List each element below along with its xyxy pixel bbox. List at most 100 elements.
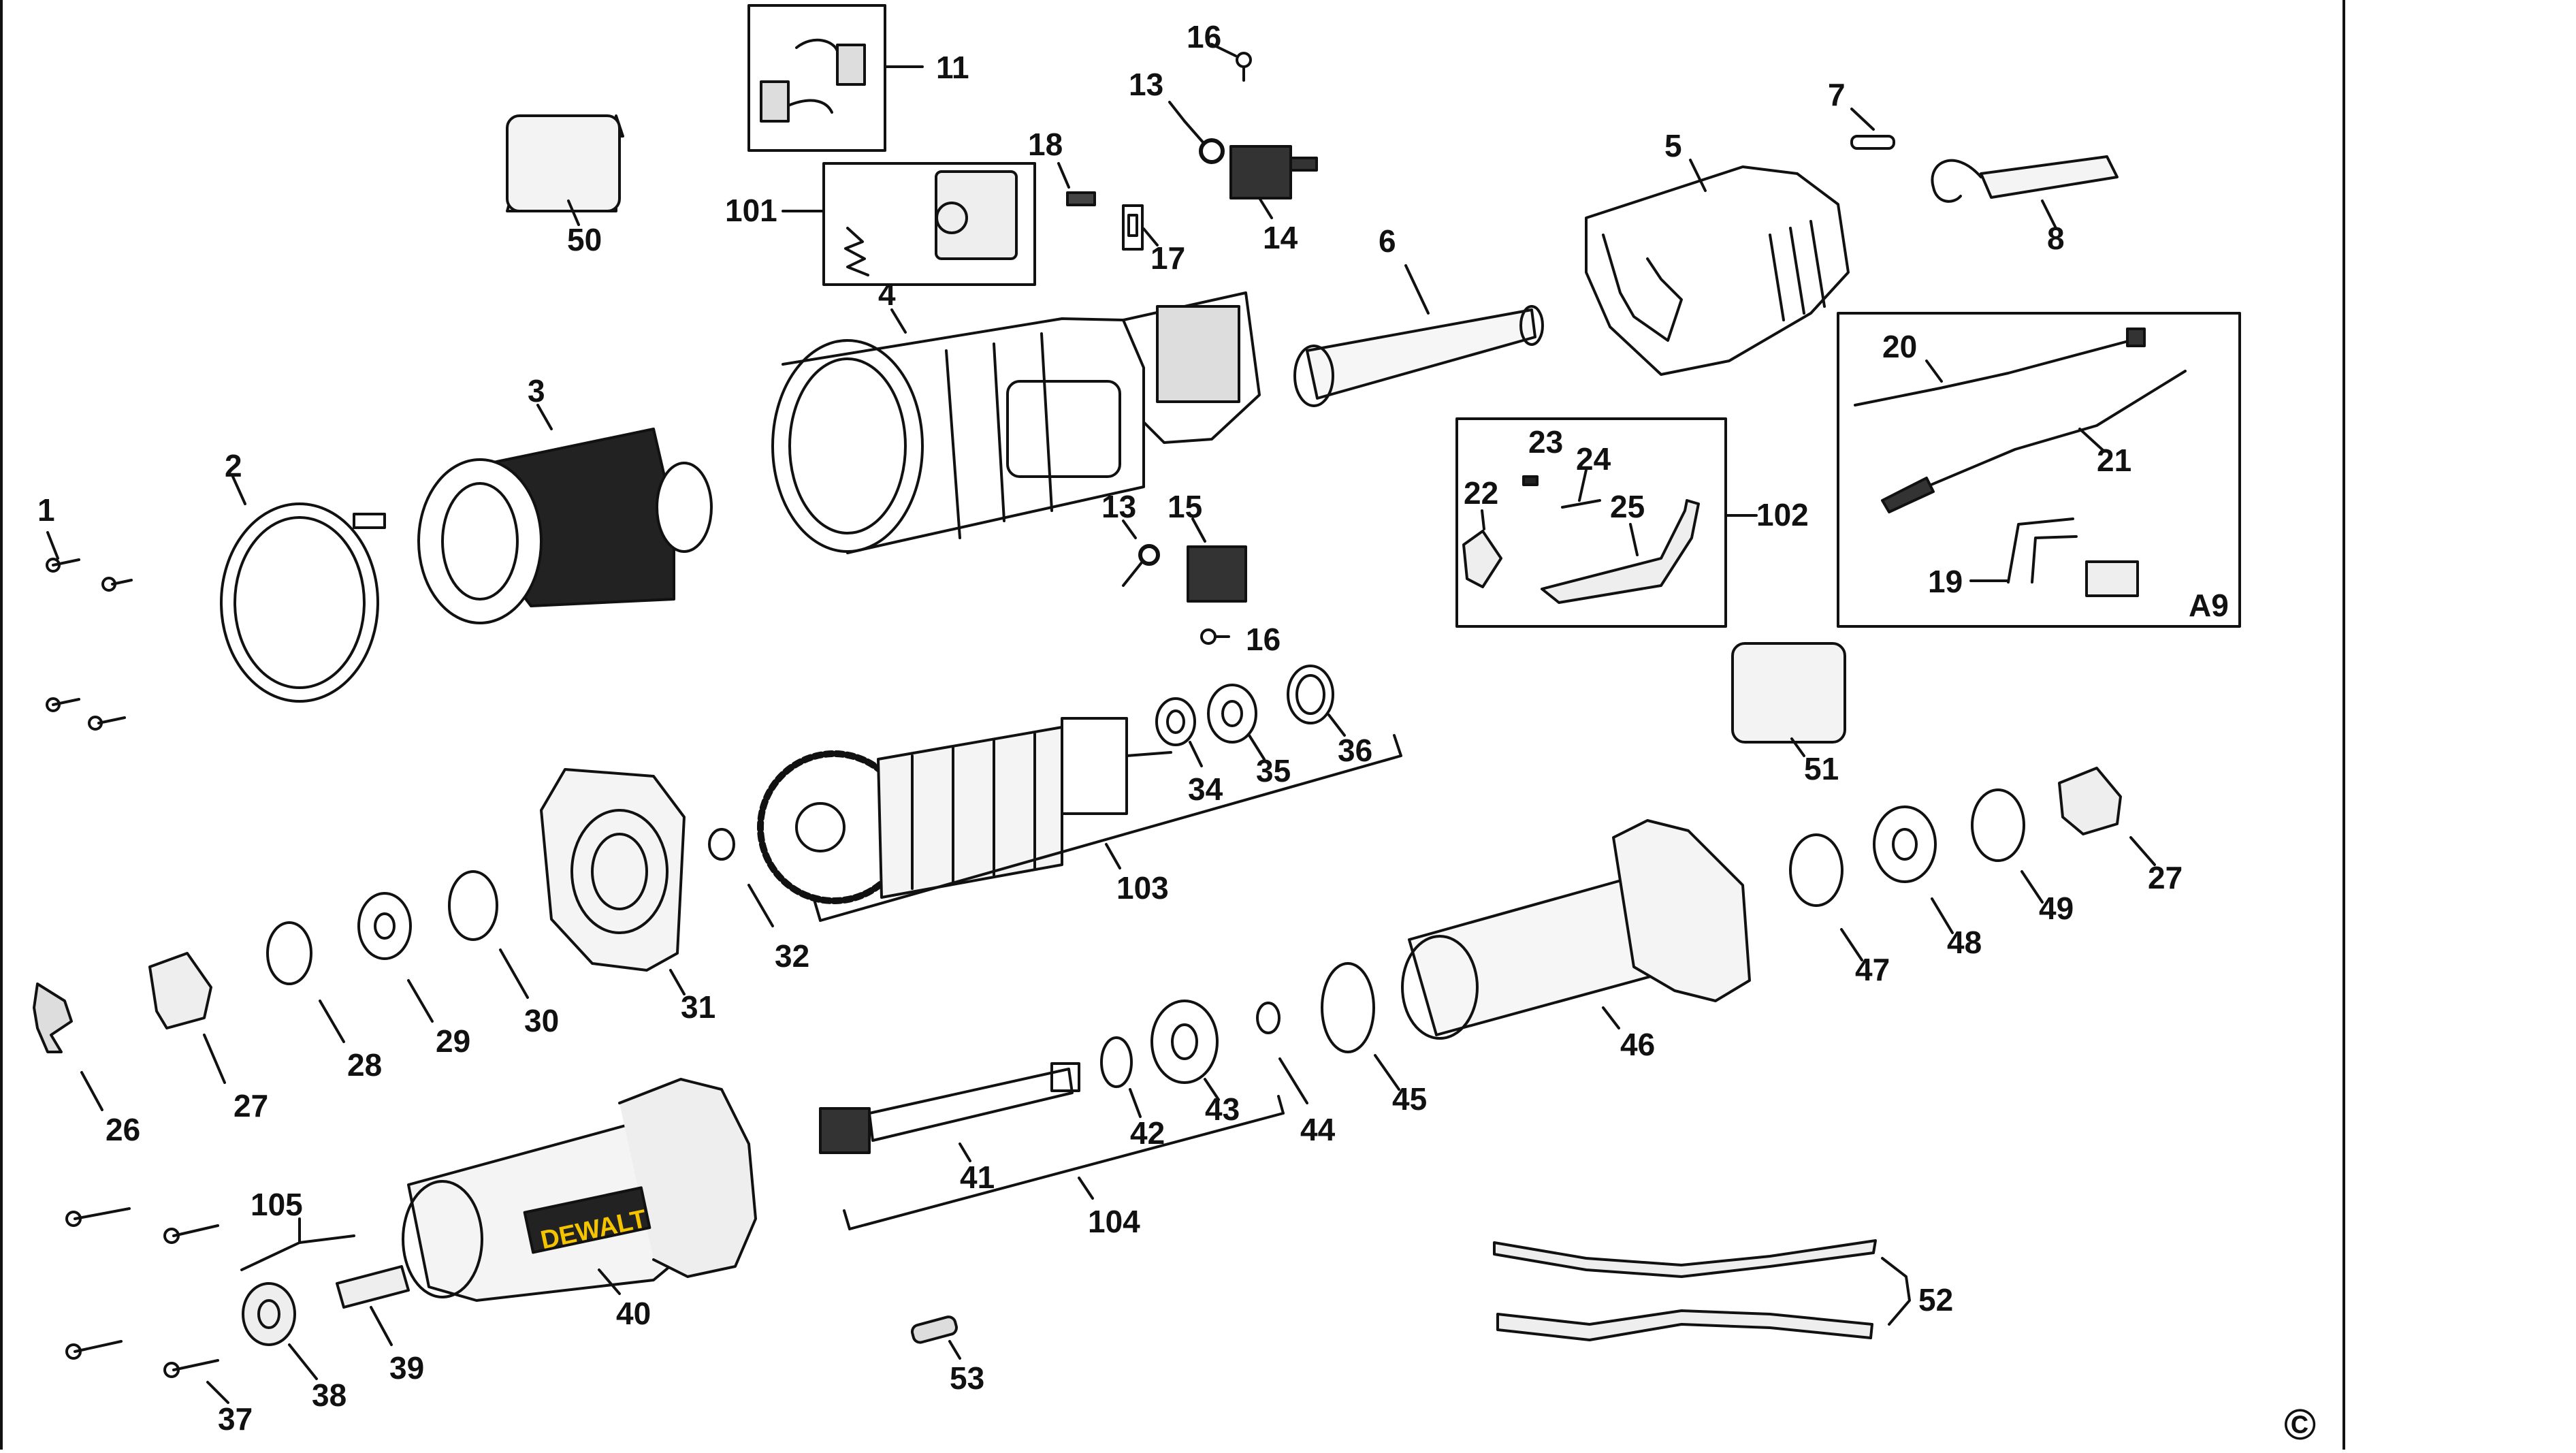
part-101-box — [822, 162, 1036, 286]
part-48-bearing — [1873, 805, 1937, 883]
part-6-leader — [1404, 264, 1430, 315]
part-28-circlip — [266, 921, 312, 985]
part-23-piece — [1522, 475, 1539, 486]
part-34-washer — [1155, 697, 1196, 746]
part-2-ring — [220, 502, 379, 703]
part-31-flange — [540, 768, 686, 972]
label-27a: 27 — [234, 1088, 268, 1123]
part-13a-arm — [1183, 120, 1205, 144]
part-46-leader — [1602, 1006, 1620, 1029]
label-28: 28 — [347, 1047, 382, 1083]
part-7-leader — [1850, 108, 1875, 131]
label-49: 49 — [2039, 891, 2074, 926]
label-40: 40 — [616, 1296, 651, 1331]
label-1: 1 — [37, 492, 55, 528]
copyright-mark: © — [2284, 1400, 2317, 1449]
label-42: 42 — [1130, 1115, 1165, 1151]
label-27b: 27 — [2148, 860, 2183, 895]
part-1-leader — [46, 531, 59, 560]
part-26-spider — [33, 983, 73, 1053]
part-13b-arm — [1122, 560, 1144, 587]
part-53-sleeve — [910, 1315, 958, 1344]
part-104-leader — [1078, 1177, 1094, 1200]
part-A9-box — [1837, 312, 2241, 628]
label-3: 3 — [528, 373, 545, 409]
part-45-leader — [1374, 1054, 1400, 1091]
label-30: 30 — [524, 1003, 559, 1038]
part-4-leader — [890, 308, 907, 334]
part-45-ring — [1321, 962, 1375, 1053]
part-46-flange — [1612, 819, 1751, 1002]
label-43: 43 — [1205, 1091, 1240, 1127]
part-34-hole — [1166, 709, 1185, 734]
label-4: 4 — [878, 276, 896, 312]
part-44-clip — [1256, 1002, 1281, 1034]
part-20-connector — [2126, 328, 2146, 347]
part-3-end-inner — [441, 482, 519, 601]
part-34-leader — [1189, 741, 1203, 767]
label-41: 41 — [960, 1160, 995, 1195]
part-37-screws — [65, 1207, 219, 1378]
part-44-leader — [1278, 1057, 1308, 1104]
part-13b-spring — [1138, 544, 1160, 566]
part-13b-leader — [1122, 520, 1137, 539]
part-52-spanner-b — [1496, 1309, 1873, 1341]
part-37-leader — [206, 1381, 229, 1404]
part-3-leader — [536, 404, 553, 430]
part-35-leader — [1248, 734, 1266, 761]
label-50: 50 — [567, 222, 602, 257]
part-14-leader — [1258, 197, 1273, 219]
label-16b: 16 — [1246, 622, 1281, 657]
part-2-ring-inner — [234, 516, 366, 689]
part-41-leader — [959, 1143, 971, 1162]
part-14-holder — [1229, 145, 1292, 199]
label-52: 52 — [1918, 1282, 1953, 1318]
part-41-knurl — [819, 1107, 871, 1154]
part-43-bearing — [1150, 1000, 1219, 1084]
part-17-slot — [1127, 214, 1138, 237]
label-25: 25 — [1610, 489, 1645, 524]
part-11-box — [747, 4, 886, 152]
part-19-leads — [2007, 517, 2078, 584]
part-4-housing-front — [771, 339, 924, 553]
part-35-bearing — [1207, 684, 1257, 744]
label-101: 101 — [725, 193, 777, 228]
part-102-box — [1455, 417, 1727, 628]
part-8-hook — [1931, 159, 1982, 203]
part-22-leader — [1481, 509, 1485, 530]
part-4-rib-2 — [993, 342, 1005, 522]
label-14: 14 — [1263, 220, 1298, 255]
part-5-rib-1 — [1769, 234, 1785, 321]
part-20-lead — [1854, 339, 2132, 406]
part-27b-nut — [2058, 767, 2122, 835]
part-7-pin — [1850, 135, 1895, 150]
part-101-spring — [844, 227, 869, 276]
part-8-cable — [1980, 155, 2119, 199]
part-43-hole — [1171, 1023, 1198, 1060]
part-13a-leader — [1168, 101, 1186, 123]
part-11-spring-b — [787, 99, 833, 114]
label-19: 19 — [1928, 564, 1963, 599]
part-40-mouth — [402, 1180, 483, 1298]
label-45: 45 — [1392, 1081, 1427, 1117]
label-35: 35 — [1256, 753, 1291, 788]
part-48-hole — [1892, 828, 1918, 861]
label-15: 15 — [1168, 489, 1202, 524]
part-35-hole — [1221, 700, 1243, 727]
part-15-leader — [1191, 517, 1206, 543]
label-38: 38 — [312, 1377, 347, 1413]
part-29-hole — [374, 912, 396, 940]
part-52-bracket — [1881, 1257, 1911, 1326]
part-25-leader — [1629, 523, 1639, 556]
label-17: 17 — [1150, 240, 1185, 276]
part-40-rear — [618, 1078, 757, 1278]
label-13a: 13 — [1129, 67, 1163, 102]
label-29: 29 — [436, 1023, 470, 1059]
part-27b-leader — [2129, 836, 2156, 866]
part-26-leader — [80, 1071, 103, 1111]
label-23: 23 — [1528, 424, 1563, 460]
part-51-leader — [1790, 737, 1805, 757]
part-49-circlip — [1971, 788, 2025, 862]
part-48-leader — [1931, 897, 1954, 934]
part-32-leader — [747, 884, 774, 927]
